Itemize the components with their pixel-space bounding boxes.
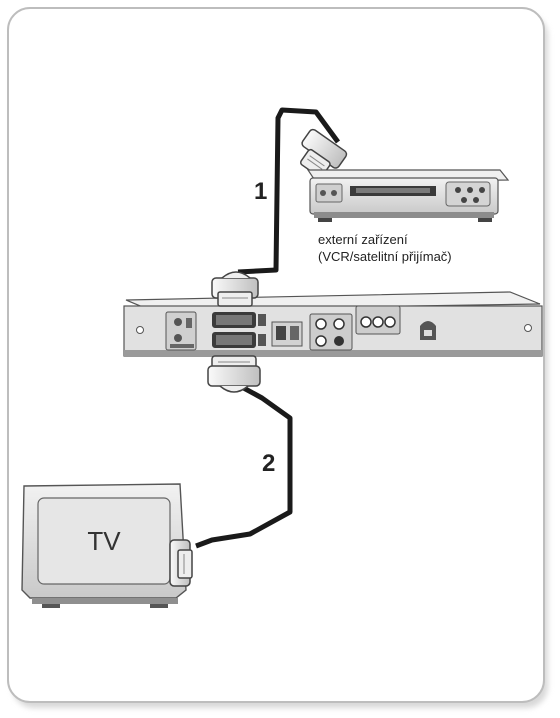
- scart-plug-tv: [169, 539, 193, 587]
- tv-device: [21, 483, 187, 608]
- cable-2: [195, 383, 293, 549]
- tv-label: TV: [87, 526, 121, 556]
- external-device-label-line1: externí zařízení: [318, 232, 408, 247]
- vcr-device: [306, 169, 510, 222]
- scart-plug-recorder-out: [207, 355, 261, 393]
- scart-plug-recorder-in: [211, 271, 259, 307]
- cable-1-label: 1: [254, 178, 268, 205]
- cable-2-label: 2: [262, 450, 276, 477]
- recorder-device: [123, 291, 543, 357]
- external-device-label-line2: (VCR/satelitní přijímač): [318, 249, 452, 264]
- cable-1: [237, 107, 341, 275]
